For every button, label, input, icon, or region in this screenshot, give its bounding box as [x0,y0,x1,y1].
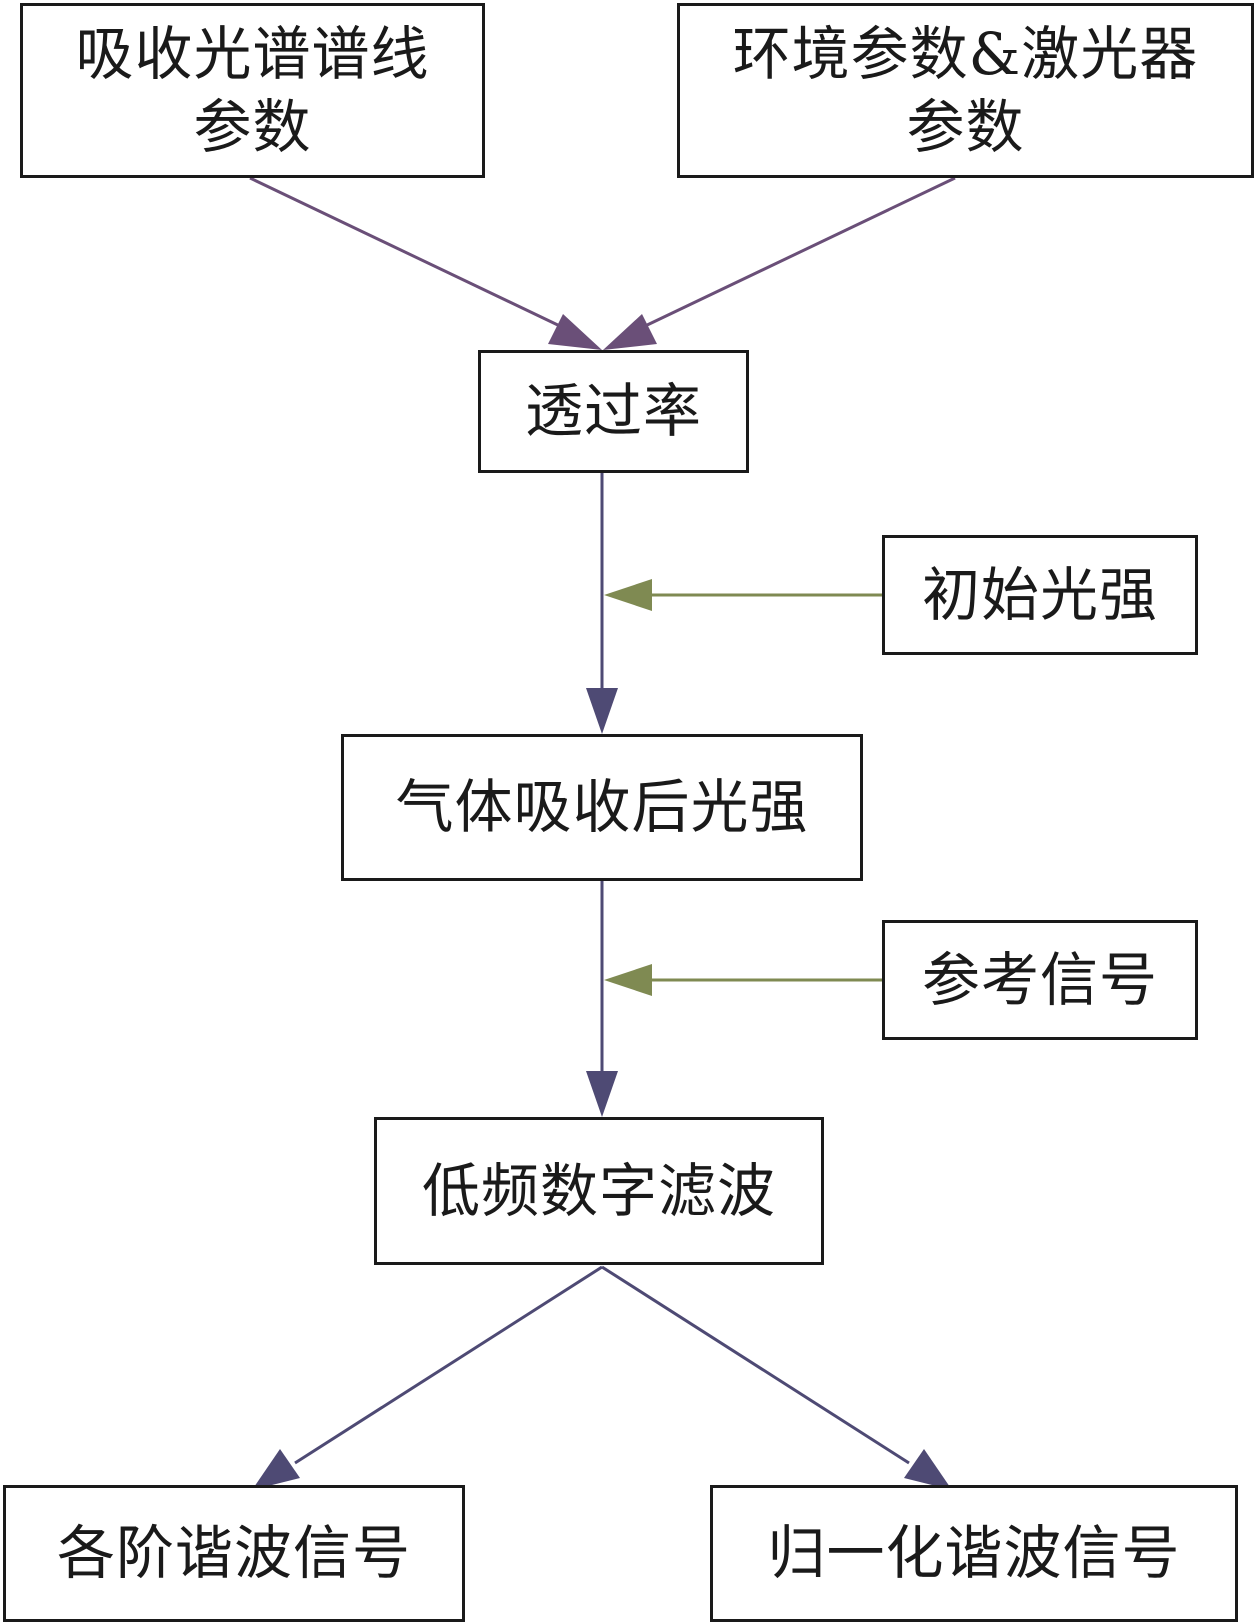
node-env-laser-params: 环境参数&激光器 参数 [677,3,1254,178]
node-env-laser-params-label: 环境参数&激光器 参数 [732,20,1199,161]
node-spectral-params-label: 吸收光谱谱线 参数 [75,20,430,161]
arrowhead-initial-intensity [604,579,652,611]
arrowhead-transmittance-to-absorbed [586,688,618,734]
arrow-filter-to-normalized [601,1265,910,1465]
arrow-spectral-to-transmittance [249,176,586,340]
node-harmonic-signals: 各阶谐波信号 [3,1485,465,1622]
node-normalized-harmonic: 归一化谐波信号 [710,1485,1238,1622]
node-reference-signal-label: 参考信号 [921,945,1158,1014]
node-reference-signal: 参考信号 [882,920,1198,1040]
node-lowpass-filter: 低频数字滤波 [374,1117,824,1265]
arrowhead-env-to-transmittance [603,314,657,350]
node-spectral-params: 吸收光谱谱线 参数 [20,3,485,178]
arrowhead-filter-to-normalized [904,1449,952,1490]
arrowhead-absorbed-to-filter [586,1071,618,1117]
node-absorbed-intensity-label: 气体吸收后光强 [395,773,809,842]
node-initial-intensity-label: 初始光强 [921,560,1158,629]
arrowhead-filter-to-harmonic [252,1449,300,1490]
node-lowpass-filter-label: 低频数字滤波 [421,1156,776,1225]
node-transmittance: 透过率 [478,350,749,473]
node-transmittance-label: 透过率 [524,377,702,446]
node-harmonic-signals-label: 各阶谐波信号 [56,1519,411,1588]
arrowhead-reference-signal [604,964,652,996]
node-normalized-harmonic-label: 归一化谐波信号 [767,1519,1181,1588]
arrow-env-to-transmittance [619,176,956,340]
node-initial-intensity: 初始光强 [882,535,1198,655]
arrow-filter-to-harmonic [294,1265,603,1465]
arrowhead-spectral-to-transmittance [548,314,602,350]
node-absorbed-intensity: 气体吸收后光强 [341,734,863,881]
